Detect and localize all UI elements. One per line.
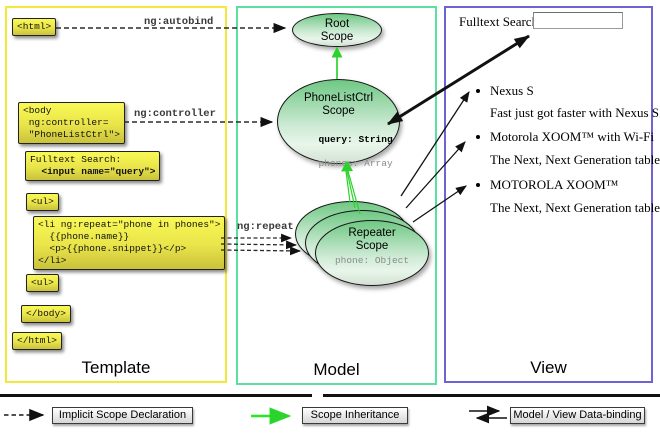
root-scope-ellipse: Root Scope [292, 13, 382, 47]
phonelistctrl-prop-phones: phones: Array [318, 158, 393, 169]
view-search-input[interactable] [533, 12, 623, 29]
code-body-open: <body ng:controller= "PhoneListCtrl"> [18, 102, 125, 144]
bullet-item-1 [476, 89, 480, 93]
view-item-3-desc: The Next, Next Generation tablet. [490, 200, 660, 215]
phonelistctrl-prop-query: query: String [318, 134, 393, 145]
code-html-open: <html> [12, 18, 57, 36]
phonelistctrl-scope-ellipse: PhoneListCtrl Scope query: String phones… [277, 79, 400, 169]
label-ng-autobind: ng:autobind [144, 16, 214, 28]
repeater-scope-label: Repeater Scope [348, 227, 396, 252]
view-item-1-desc: Fast just got faster with Nexus S. [490, 105, 660, 120]
view-column: View [444, 6, 653, 383]
repeater-prop-phone: phone: Object [334, 255, 410, 266]
view-search-label: Fulltext Search: [459, 14, 542, 29]
code-body-close: </body> [21, 305, 71, 323]
view-item-2-desc: The Next, Next Generation tablet. [490, 152, 660, 167]
legend-arrow-databinding [469, 405, 507, 424]
bullet-item-3 [476, 183, 480, 187]
repeater-scope-ellipse-front: Repeater Scope phone: Object [315, 220, 429, 286]
code-fulltext-label: Fulltext Search: [30, 154, 122, 165]
template-column-label: Template [81, 358, 151, 377]
legend-scope-inheritance: Scope Inheritance [302, 407, 408, 424]
code-li-repeat: <li ng:repeat="phone in phones"> {{phone… [33, 216, 226, 270]
label-ng-controller: ng:controller [134, 108, 216, 120]
view-item-3-name: MOTOROLA XOOM™ [490, 177, 619, 192]
root-scope-label: Root Scope [320, 18, 354, 43]
code-input-tag: <input name="query"> [30, 166, 156, 177]
bullet-item-2 [476, 135, 480, 139]
model-column-label: Model [313, 360, 360, 379]
model-column: Model [236, 6, 437, 385]
code-html-close: </html> [12, 332, 62, 350]
view-column-label: View [530, 358, 567, 377]
legend-separator-left [0, 394, 312, 397]
label-ng-repeat: ng:repeat [237, 221, 294, 233]
code-ul-open: <ul> [26, 193, 59, 211]
view-item-1-name: Nexus S [490, 83, 534, 98]
code-fulltext-input: Fulltext Search: <input name="query"> [25, 151, 161, 181]
legend-implicit-scope-declaration: Implicit Scope Declaration [52, 407, 193, 424]
legend-model-view-databinding: Model / View Data-binding [510, 407, 645, 424]
phonelistctrl-scope-label: PhoneListCtrl Scope [303, 92, 374, 117]
code-ul-close: <ul> [26, 274, 59, 292]
view-item-2-name: Motorola XOOM™ with Wi-Fi [490, 129, 655, 144]
legend-separator-right [323, 394, 660, 397]
